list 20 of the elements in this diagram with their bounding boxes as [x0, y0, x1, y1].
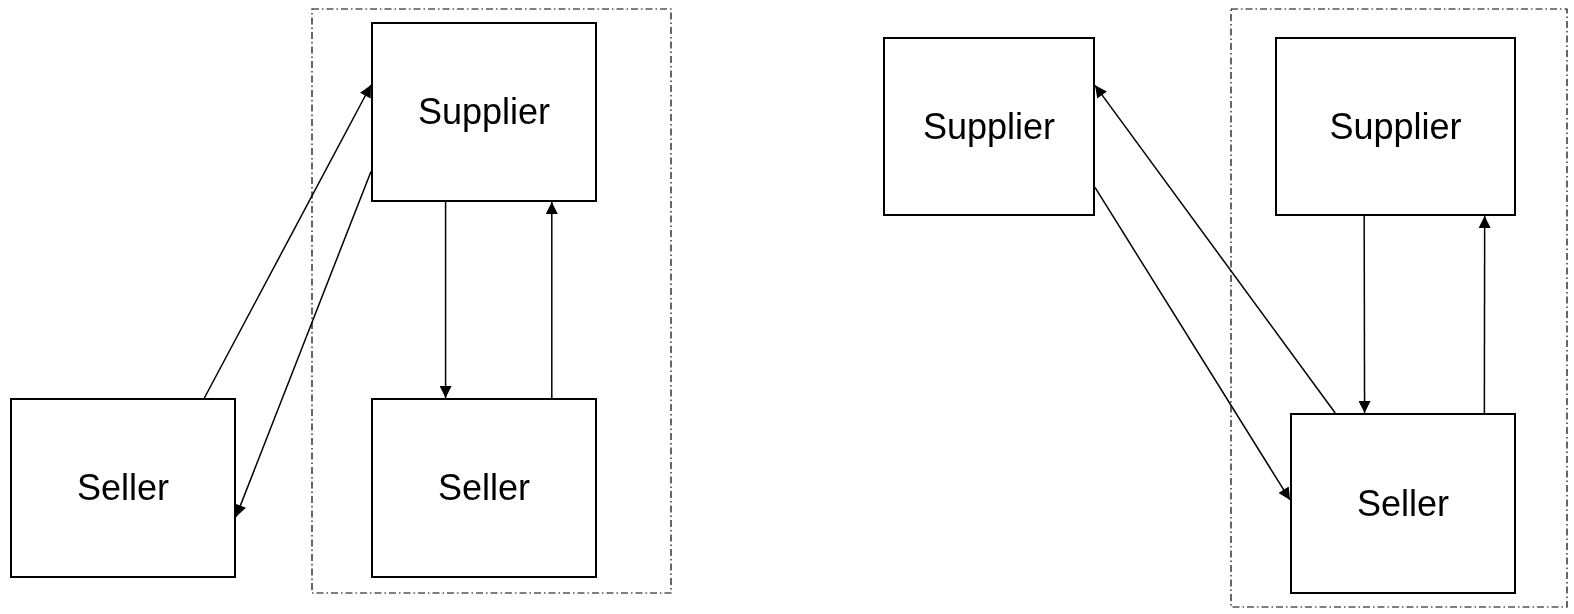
process-box [371, 398, 597, 578]
box-label: Seller [1356, 482, 1449, 525]
box-label: Supplier [417, 91, 551, 133]
box-label: Seller [437, 467, 530, 509]
arrow [203, 84, 372, 399]
process-box [1290, 413, 1516, 594]
process-box [10, 398, 236, 578]
process-box [883, 37, 1095, 216]
box-label: Supplier [922, 105, 1056, 148]
arrow [234, 170, 372, 518]
arrow [545, 201, 558, 399]
arrow [1478, 215, 1491, 414]
box-label: Supplier [1329, 105, 1462, 148]
process-box [1275, 37, 1516, 216]
box-label: Seller [76, 467, 169, 509]
arrow [1094, 186, 1291, 501]
process-box [371, 22, 597, 202]
arrow [1094, 84, 1336, 414]
arrow [1358, 215, 1371, 414]
arrow [439, 201, 452, 399]
